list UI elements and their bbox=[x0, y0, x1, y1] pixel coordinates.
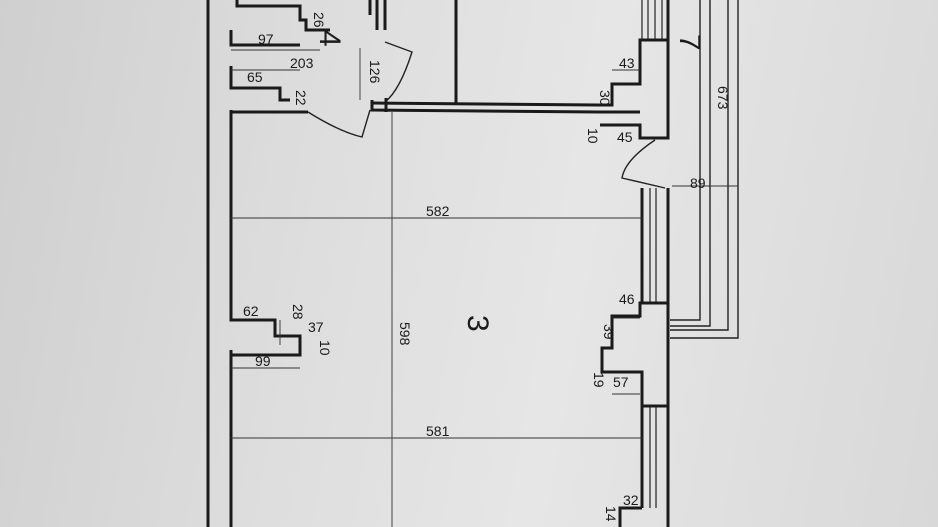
balcony-door bbox=[621, 139, 666, 189]
dim-89: 89 bbox=[690, 175, 706, 191]
dim-39: 39 bbox=[601, 324, 617, 340]
dim-14: 14 bbox=[603, 506, 619, 522]
dim-45: 45 bbox=[617, 129, 633, 145]
dim-99: 99 bbox=[255, 353, 271, 369]
room-label-7: 7 bbox=[673, 34, 706, 51]
dim-10-mid: 10 bbox=[317, 340, 333, 356]
dim-203: 203 bbox=[290, 55, 314, 71]
dim-30: 30 bbox=[597, 90, 613, 106]
right-wall-upper bbox=[598, 0, 670, 140]
dim-97: 97 bbox=[258, 31, 274, 47]
dim-62: 62 bbox=[243, 303, 259, 319]
dim-57: 57 bbox=[613, 374, 629, 390]
dim-28: 28 bbox=[290, 304, 306, 320]
dim-581: 581 bbox=[426, 423, 450, 439]
dim-65: 65 bbox=[247, 69, 263, 85]
left-niche bbox=[229, 312, 302, 357]
room-label-3: 3 bbox=[461, 315, 494, 332]
dim-582: 582 bbox=[426, 203, 450, 219]
right-wall-windows bbox=[600, 188, 670, 527]
dimension-lines bbox=[231, 48, 738, 527]
dim-598: 598 bbox=[397, 322, 413, 346]
dim-32: 32 bbox=[623, 492, 639, 508]
left-exterior-wall bbox=[206, 0, 233, 527]
dim-126: 126 bbox=[367, 60, 383, 84]
dim-22: 22 bbox=[293, 90, 309, 106]
room-label-5: 5 bbox=[505, 0, 538, 1]
dim-673: 673 bbox=[715, 86, 731, 110]
partition-wall bbox=[370, 0, 640, 114]
dim-43: 43 bbox=[619, 55, 635, 71]
balcony-7 bbox=[670, 0, 739, 339]
room-label-4: 4 bbox=[313, 30, 346, 47]
room-4-walls bbox=[229, 0, 413, 138]
dim-19: 19 bbox=[591, 372, 607, 388]
dim-46: 46 bbox=[619, 291, 635, 307]
dim-10-top: 10 bbox=[585, 128, 601, 144]
dim-26: 26 bbox=[311, 12, 327, 28]
dim-37: 37 bbox=[308, 319, 324, 335]
